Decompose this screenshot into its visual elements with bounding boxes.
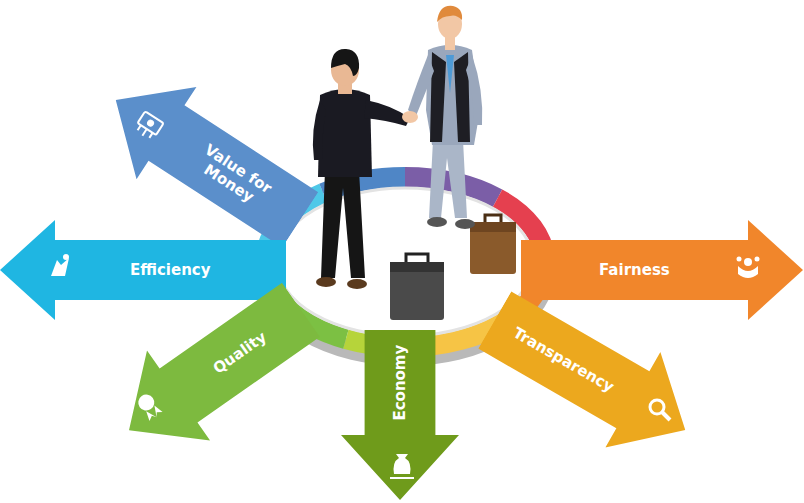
- arrow-fill: [341, 330, 459, 500]
- fairness-icon: [737, 257, 760, 279]
- efficiency-icon: [51, 254, 69, 276]
- money-icon: [133, 111, 163, 141]
- arrow-label: Economy: [392, 345, 409, 421]
- arrow-shape: Economy: [341, 330, 459, 500]
- arrow-fill: [97, 265, 332, 476]
- arrow-fill: [86, 54, 330, 266]
- search-icon: [650, 400, 670, 420]
- arrow-fill: [521, 220, 803, 320]
- arrow-fill: [467, 272, 713, 477]
- arrow-shape: Efficiency: [0, 220, 286, 320]
- quality-icon: [135, 391, 163, 421]
- arrow-shape: Value for Money: [86, 54, 330, 266]
- money-bag-icon: [390, 454, 414, 478]
- arrow-label: Fairness: [599, 262, 670, 279]
- arrow-shape: Fairness: [521, 220, 803, 320]
- arrow-label: Efficiency: [130, 262, 211, 279]
- arrow-shape: Transparency: [467, 272, 713, 477]
- arrow-fill: [0, 220, 286, 320]
